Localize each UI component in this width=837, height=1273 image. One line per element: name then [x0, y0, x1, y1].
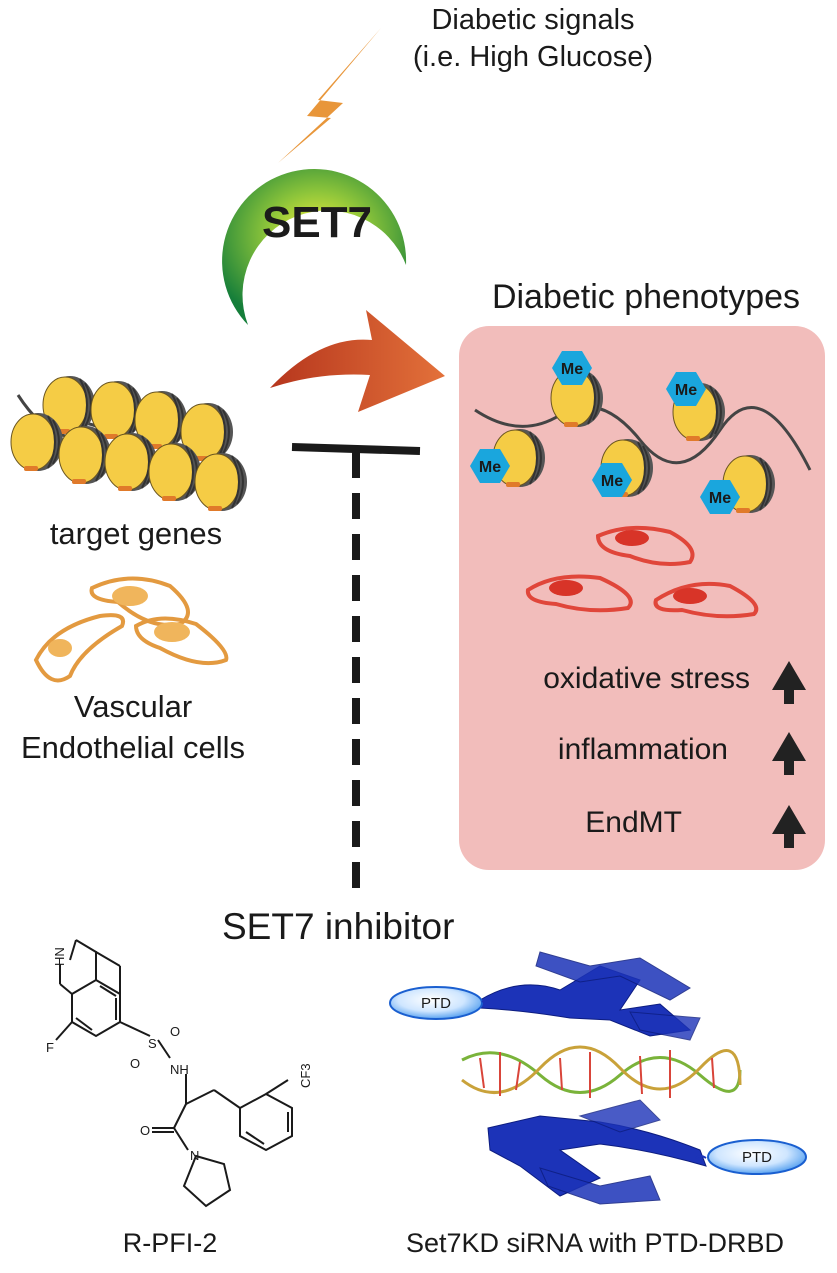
methyl-label: Me	[479, 459, 501, 476]
up-arrow-icon	[772, 661, 806, 704]
atom-label: F	[46, 1040, 54, 1055]
sirna-ptd-drbd-complex: PTD PTD	[389, 951, 807, 1205]
atom-label: O	[140, 1123, 150, 1138]
diabetic-cells-group	[525, 525, 759, 619]
signal-line-2: (i.e. High Glucose)	[412, 41, 654, 73]
diabetic-signals-label: Diabetic signals (i.e. High Glucose)	[388, 2, 678, 76]
methyl-label: Me	[561, 361, 583, 378]
methyl-label: Me	[601, 473, 623, 490]
drbd-protein-bottom	[487, 1099, 707, 1205]
ptd-label: PTD	[742, 1149, 772, 1166]
lightning-bolt-icon	[278, 28, 381, 163]
atom-label: CF3	[298, 1063, 313, 1088]
r-pfi-2-structure	[55, 939, 293, 1208]
methyl-hexagon-icon	[552, 351, 592, 385]
activation-arrow-icon	[270, 310, 445, 412]
r-pfi-2-label: R-PFI-2	[122, 1228, 218, 1258]
set7-enzyme-shape	[222, 168, 407, 325]
atom-label: HN	[52, 947, 67, 966]
endothelial-cells-label: Vascular Endothelial cells	[0, 686, 266, 768]
methyl-label: Me	[675, 382, 697, 399]
outcome-label: inflammation	[557, 733, 728, 766]
cells-label-line-2: Endothelial cells	[20, 730, 246, 765]
atom-label: S	[148, 1036, 157, 1051]
up-arrow-icon	[772, 805, 806, 848]
atom-label: O	[130, 1056, 140, 1071]
outcome-up-arrows	[772, 661, 806, 848]
target-genes-label: target genes	[49, 516, 223, 551]
sirna-helix	[461, 1045, 742, 1098]
atom-label: N	[190, 1148, 199, 1163]
diabetic-phenotypes-panel	[459, 326, 825, 870]
set7-label: SET7	[261, 198, 373, 247]
r-pfi-2-atom-labels: HN F S O O NH O N CF3	[46, 947, 313, 1163]
ptd-tag-bottom	[707, 1139, 807, 1175]
methyl-hexagon-icon	[470, 449, 510, 483]
up-arrow-icon	[772, 732, 806, 775]
methyl-hexagon-icon	[700, 480, 740, 514]
signal-line-1: Diabetic signals	[431, 4, 635, 36]
outcome-label: EndMT	[585, 806, 682, 839]
cells-label-line-1: Vascular	[73, 689, 193, 724]
methylated-chromatin	[474, 368, 812, 514]
methyl-marks: Me Me Me Me Me	[470, 351, 740, 514]
diabetic-phenotypes-title: Diabetic phenotypes	[491, 278, 801, 316]
drbd-protein-top	[479, 951, 701, 1041]
ptd-tag-top	[389, 986, 483, 1020]
atom-label: O	[170, 1024, 180, 1039]
endothelial-cells-group	[33, 576, 229, 683]
target-genes-chromatin	[10, 375, 248, 512]
sirna-label: Set7KD siRNA with PTD-DRBD	[405, 1228, 785, 1258]
outcome-label: oxidative stress	[543, 662, 750, 695]
set7-inhibitor-label: SET7 inhibitor	[222, 906, 455, 947]
ptd-label: PTD	[421, 995, 451, 1012]
methyl-label: Me	[709, 490, 731, 507]
methyl-hexagon-icon	[666, 372, 706, 406]
inhibition-bar	[291, 443, 421, 455]
atom-label: NH	[170, 1062, 189, 1077]
methyl-hexagon-icon	[592, 463, 632, 497]
